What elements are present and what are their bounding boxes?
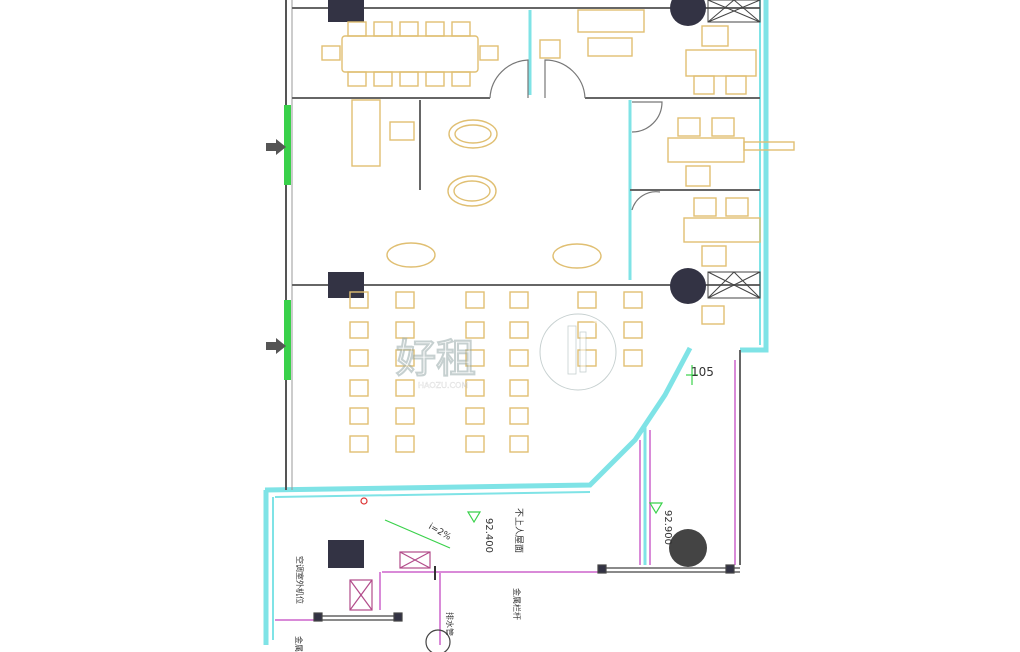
wall-diagonal bbox=[264, 346, 693, 493]
watermark: 好租 HAOZU.COM bbox=[395, 310, 620, 394]
workstation bbox=[395, 291, 415, 309]
chair bbox=[399, 21, 419, 37]
rain-pipe-label: 排水管 bbox=[445, 612, 455, 636]
chair bbox=[425, 21, 445, 37]
no-access-roof-label: 不上人屋面 bbox=[513, 508, 524, 553]
workstation bbox=[509, 291, 529, 309]
column-top bbox=[328, 0, 364, 22]
pipes bbox=[275, 360, 736, 645]
chair bbox=[451, 71, 471, 87]
chair bbox=[347, 21, 367, 37]
furniture bbox=[321, 9, 795, 453]
column-round-top bbox=[670, 0, 706, 26]
chair bbox=[373, 71, 393, 87]
window-upper bbox=[284, 105, 291, 185]
doors bbox=[489, 59, 663, 211]
elevation-right-label: 92.900 bbox=[662, 510, 673, 545]
workstation bbox=[349, 321, 369, 339]
column-round-lower bbox=[669, 529, 707, 567]
chair bbox=[479, 45, 499, 61]
workstation bbox=[349, 379, 369, 397]
workstation bbox=[465, 349, 485, 367]
arrow-lower-icon bbox=[266, 338, 286, 354]
chair bbox=[451, 21, 471, 37]
workstation bbox=[577, 291, 597, 309]
entrance-arrows bbox=[266, 139, 286, 354]
workstation bbox=[509, 349, 529, 367]
workstation bbox=[465, 407, 485, 425]
watermark-brand: 好租 bbox=[395, 336, 476, 382]
workstation bbox=[395, 407, 415, 425]
chair bbox=[347, 71, 367, 87]
workstation bbox=[465, 379, 485, 397]
ac-unit-label: 空调室外机位 bbox=[295, 556, 305, 604]
workstation bbox=[509, 321, 529, 339]
workstation bbox=[577, 349, 597, 367]
column-mid bbox=[328, 272, 364, 298]
workstation bbox=[349, 435, 369, 453]
workstation bbox=[395, 435, 415, 453]
walls bbox=[263, 0, 769, 645]
workstation bbox=[465, 435, 485, 453]
chair bbox=[425, 71, 445, 87]
arrow-upper-icon bbox=[266, 139, 286, 155]
column-round-mid bbox=[670, 268, 706, 304]
railing-label: 金属栏杆 bbox=[512, 588, 522, 620]
conference-table bbox=[341, 35, 479, 73]
workstation bbox=[395, 321, 415, 339]
left-wall bbox=[284, 0, 293, 490]
workstation bbox=[509, 379, 529, 397]
room-number: 105 bbox=[691, 365, 714, 379]
workstation bbox=[349, 349, 369, 367]
watermark-sub: HAOZU.COM bbox=[418, 381, 468, 390]
chair bbox=[373, 21, 393, 37]
wall-right-upper bbox=[740, 0, 769, 353]
wall-diag-inner bbox=[274, 491, 591, 498]
terrace-fixtures bbox=[313, 497, 740, 652]
workstation bbox=[509, 407, 529, 425]
workstation bbox=[623, 291, 643, 309]
workstation bbox=[395, 379, 415, 397]
window-lower bbox=[284, 300, 291, 380]
chair bbox=[321, 45, 341, 61]
workstation bbox=[395, 349, 415, 367]
elevation-upper-label: 92.400 bbox=[483, 518, 494, 553]
chair bbox=[399, 71, 419, 87]
bottom-left-label: 金属 bbox=[294, 636, 304, 652]
columns bbox=[328, 0, 707, 568]
column-lower bbox=[328, 540, 364, 568]
workstation bbox=[623, 349, 643, 367]
workstation bbox=[349, 407, 369, 425]
workstation bbox=[465, 321, 485, 339]
workstation bbox=[349, 291, 369, 309]
shafts bbox=[707, 0, 761, 299]
workstation bbox=[623, 321, 643, 339]
elevation-markers bbox=[466, 365, 698, 524]
workstation bbox=[465, 291, 485, 309]
workstation bbox=[509, 435, 529, 453]
workstation bbox=[577, 321, 597, 339]
